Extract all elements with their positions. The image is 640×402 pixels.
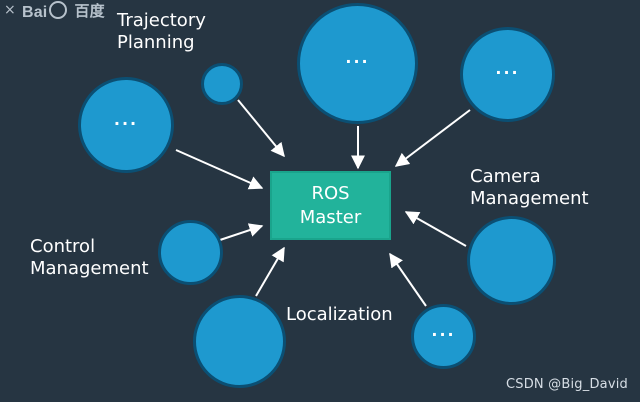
close-icon[interactable]: × xyxy=(4,2,16,18)
paw-icon xyxy=(49,0,68,19)
arrow-control-to-master xyxy=(219,223,264,241)
ellipsis-icon: ··· xyxy=(431,325,456,344)
node-camera xyxy=(467,216,556,305)
node-top-right: ··· xyxy=(460,27,555,122)
baidu-logo-text: Bai xyxy=(21,3,48,21)
watermark: CSDN @Big_David xyxy=(505,377,628,392)
ellipsis-icon: ··· xyxy=(113,113,139,133)
top-overlay: × Bai 百度 xyxy=(4,0,105,22)
arrow-left-big-to-master xyxy=(175,149,264,190)
ros-master-box: ROS Master xyxy=(270,171,391,240)
node-small-top xyxy=(201,63,243,105)
baidu-cn-text: 百度 xyxy=(74,1,105,20)
ellipsis-icon: ··· xyxy=(495,63,520,82)
label-camera-management: Camera Management xyxy=(470,166,589,209)
label-control-management: Control Management xyxy=(30,236,149,279)
node-control xyxy=(158,220,223,285)
arrow-bottom-left-to-master xyxy=(255,246,285,297)
node-bottom-right: ··· xyxy=(411,304,476,369)
label-trajectory-planning: Trajectory Planning xyxy=(117,10,206,53)
node-left-large: ··· xyxy=(78,77,174,173)
arrow-small-top-to-master xyxy=(237,99,285,158)
arrow-camera-to-master xyxy=(404,211,467,247)
master-line-2: Master xyxy=(299,206,362,228)
node-top-center: ··· xyxy=(297,3,418,124)
arrow-bottom-right-to-master xyxy=(389,252,427,307)
baidu-logo: Bai xyxy=(22,0,69,22)
label-localization: Localization xyxy=(286,304,393,325)
arrow-top-right-to-master xyxy=(394,109,471,167)
node-bottom-left xyxy=(193,295,286,388)
master-line-1: ROS xyxy=(311,182,350,204)
ellipsis-icon: ··· xyxy=(345,52,370,71)
